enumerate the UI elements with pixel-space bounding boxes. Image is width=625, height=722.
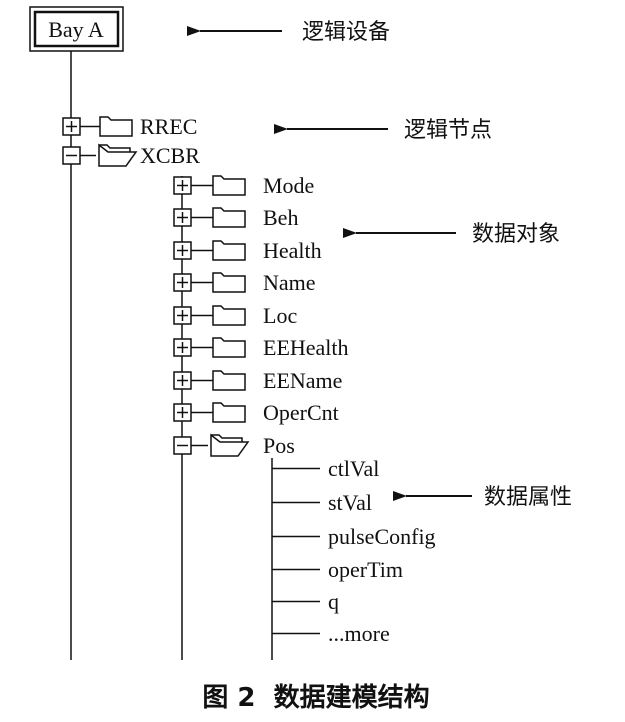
logical-node-rrec[interactable]: RREC [62,114,197,139]
data-object-health[interactable]: Health [173,238,322,263]
data-object-beh[interactable]: Beh [173,205,298,230]
logical-node-label: RREC [140,114,197,139]
folder-icon [99,116,133,137]
data-object-name[interactable]: Name [173,270,316,295]
data-object-label: Health [263,238,322,263]
data-object-label: Loc [263,303,297,328]
data-object-opercnt[interactable]: OperCnt [173,400,339,425]
logical-node-annotation: 逻辑节点 [404,118,492,143]
data-object-pos[interactable]: Pos [173,433,295,458]
logical-device-box[interactable]: Bay A [29,6,124,52]
folder-icon [212,175,246,196]
data-attribute-annotation: 数据属性 [484,485,572,510]
data-object-label: Pos [263,433,295,458]
data-object-label: Beh [263,205,298,230]
data-attribute-label: ctlVal [328,456,379,481]
data-attribute-label: ...more [328,621,390,646]
folder-icon [212,305,246,326]
data-attribute-label: operTim [328,557,403,582]
data-object-label: EEHealth [263,335,349,360]
data-object-eename[interactable]: EEName [173,368,342,393]
data-object-label: EEName [263,368,342,393]
folder-icon [212,240,246,261]
logical-device-label: Bay A [48,17,104,42]
data-object-eehealth[interactable]: EEHealth [173,335,349,360]
data-attribute-opertim[interactable]: operTim [272,557,403,582]
folder-icon [212,272,246,293]
data-attribute-stval[interactable]: stVal [272,490,372,515]
data-attribute-q[interactable]: q [272,589,339,614]
data-object-label: Name [263,270,316,295]
open-folder-icon [211,434,243,442]
data-object-annotation: 数据对象 [472,222,560,247]
data-object-loc[interactable]: Loc [173,303,297,328]
data-object-label: Mode [263,173,314,198]
data-attribute-label: q [328,589,339,614]
logical-node-label: XCBR [140,143,200,168]
figure-caption: 图 2 数据建模结构 [202,683,429,713]
data-attribute-ctlval[interactable]: ctlVal [272,456,379,481]
open-folder-icon [99,144,131,152]
logical-device-annotation: 逻辑设备 [302,20,390,45]
folder-icon [212,337,246,358]
data-attribute-pulseconfig[interactable]: pulseConfig [272,524,436,549]
logical-node-xcbr[interactable]: XCBR [62,143,200,168]
data-attribute-label: stVal [328,490,372,515]
data-attribute-more[interactable]: ...more [272,621,390,646]
folder-icon [212,402,246,423]
data-attribute-label: pulseConfig [328,524,436,549]
data-object-label: OperCnt [263,400,339,425]
folder-icon [212,370,246,391]
data-object-mode[interactable]: Mode [173,173,314,198]
folder-icon [212,207,246,228]
